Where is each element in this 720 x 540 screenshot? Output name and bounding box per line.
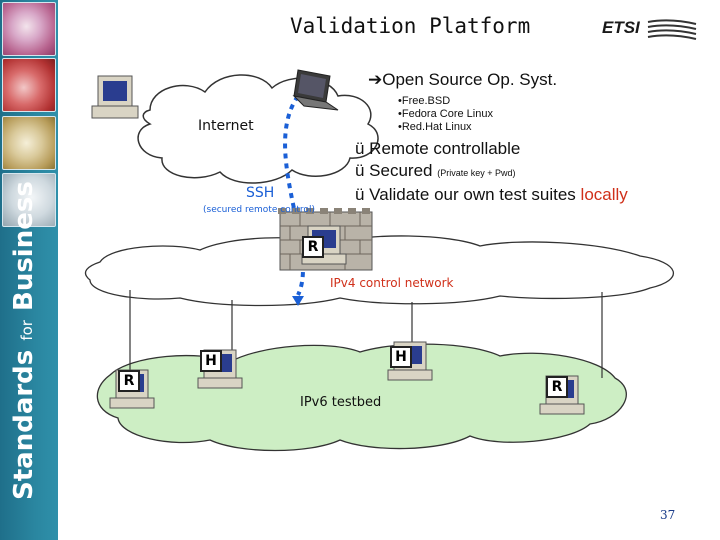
ssh-label: SSH xyxy=(246,185,275,201)
feature-validate: ü Validate our own test suites locally xyxy=(355,184,628,206)
feature-secured-text: ü Secured xyxy=(355,161,433,180)
ipv4-label: IPv4 control network xyxy=(330,276,454,290)
feature-validate-highlight: locally xyxy=(580,185,628,204)
feature-validate-text: ü Validate our own test suites xyxy=(355,185,576,204)
os-heading-text: Open Source Op. Syst. xyxy=(382,70,558,89)
feature-secured-note: (Private key + Pwd) xyxy=(437,168,516,178)
logo-mark-icon xyxy=(647,19,697,40)
os-list-item: •Fedora Core Linux xyxy=(398,108,493,120)
host-badge: H xyxy=(200,350,222,372)
feature-secured: ü Secured (Private key + Pwd) xyxy=(355,160,628,184)
laptop-icon xyxy=(292,69,339,111)
ipv4-cloud xyxy=(84,235,674,307)
host-badge: H xyxy=(390,346,412,368)
internet-cloud xyxy=(137,74,379,184)
ipv6-label: IPv6 testbed xyxy=(300,395,382,410)
network-links xyxy=(129,290,603,378)
page-number: 37 xyxy=(660,508,676,522)
ssh-note: (secured remote control) xyxy=(203,205,315,215)
ssh-link xyxy=(283,94,305,296)
os-list: •Free.BSD •Fedora Core Linux •Red.Hat Li… xyxy=(398,95,493,134)
page-title: Validation Platform xyxy=(290,14,531,38)
logo-text: ETSI xyxy=(602,18,640,37)
etsi-logo: ETSI xyxy=(600,14,700,44)
router-badge: R xyxy=(302,236,324,258)
os-list-item: •Free.BSD xyxy=(398,95,451,107)
sidebar-image-tile xyxy=(2,2,56,56)
computer-icon xyxy=(91,75,139,119)
internet-label: Internet xyxy=(198,118,254,134)
os-list-item: •Red.Hat Linux xyxy=(398,121,472,133)
ssh-arrow-head xyxy=(292,296,304,306)
os-heading: ➔Open Source Op. Syst. xyxy=(368,70,557,90)
router-badge: R xyxy=(546,376,568,398)
arrow-icon: ➔ xyxy=(368,70,383,89)
feature-list: ü Remote controllable ü Secured (Private… xyxy=(355,138,628,206)
sidebar-image-tile xyxy=(2,116,56,170)
sidebar-image-tile xyxy=(2,173,56,227)
sidebar-image-tile xyxy=(2,58,56,112)
router-badge: R xyxy=(118,370,140,392)
sidebar: Standards for Business xyxy=(0,0,58,540)
feature-remote: ü Remote controllable xyxy=(355,139,521,158)
